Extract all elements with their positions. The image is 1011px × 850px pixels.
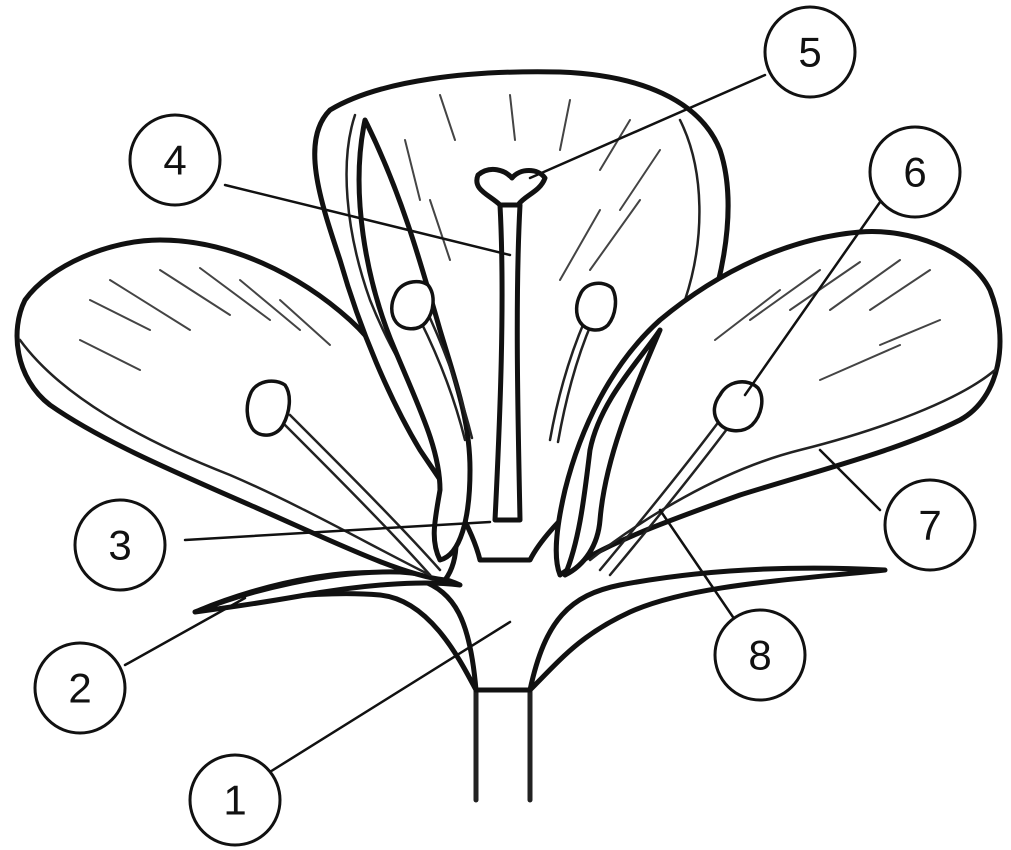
- callout-4: 4: [130, 115, 220, 205]
- callout-label-3: 3: [108, 522, 131, 569]
- callout-8: 8: [715, 610, 805, 700]
- callout-label-5: 5: [798, 29, 821, 76]
- anther: [392, 282, 433, 329]
- callout-3: 3: [75, 500, 165, 590]
- callout-2: 2: [35, 643, 125, 733]
- leader-8: [660, 510, 735, 620]
- callout-label-1: 1: [223, 777, 246, 824]
- stem: [476, 690, 530, 800]
- callout-5: 5: [765, 7, 855, 97]
- callout-1: 1: [190, 755, 280, 845]
- callout-7: 7: [885, 480, 975, 570]
- callout-label-8: 8: [748, 632, 771, 679]
- callout-label-4: 4: [163, 137, 186, 184]
- anther: [247, 381, 289, 435]
- callout-label-7: 7: [918, 502, 941, 549]
- anther: [577, 283, 616, 330]
- callout-6: 6: [870, 127, 960, 217]
- leader-1: [265, 622, 510, 775]
- leader-2: [125, 598, 245, 665]
- callout-label-2: 2: [68, 665, 91, 712]
- callout-label-6: 6: [903, 149, 926, 196]
